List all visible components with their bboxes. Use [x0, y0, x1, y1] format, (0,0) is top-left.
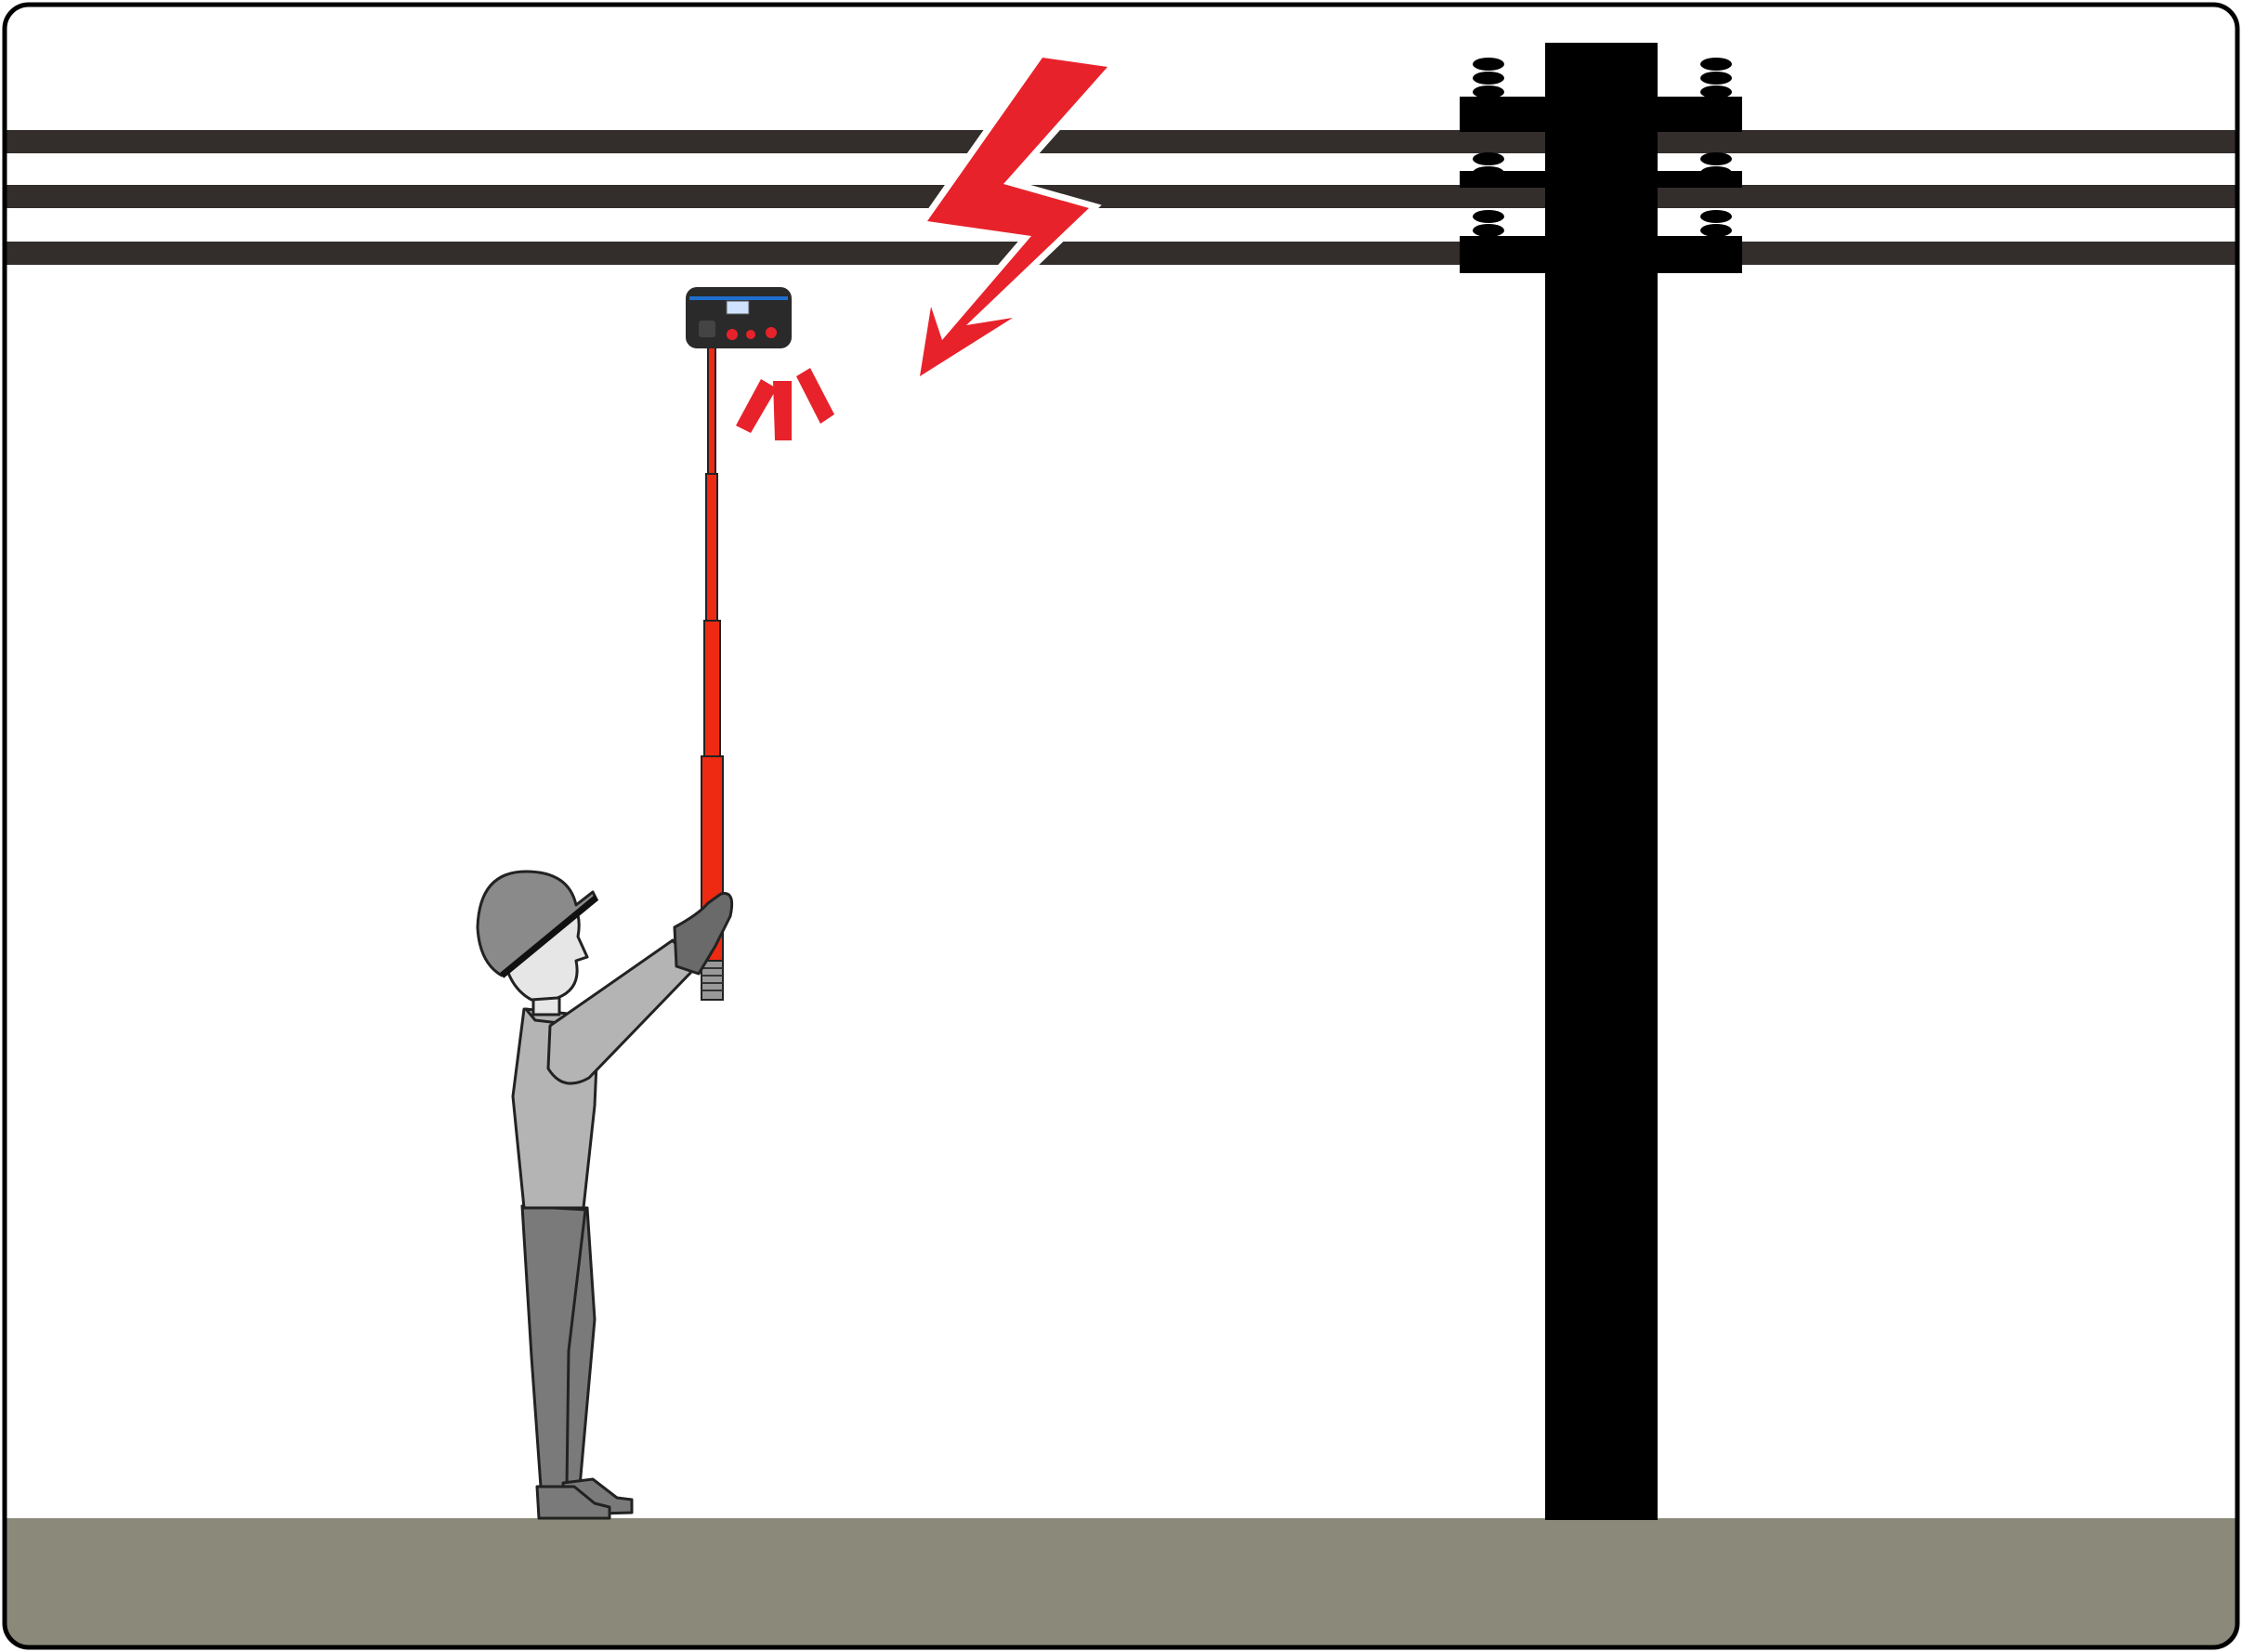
detector-display: [726, 300, 750, 315]
worker-boot-front: [535, 1485, 611, 1520]
power-line-top: [6, 130, 2236, 153]
pole-post: [1545, 43, 1658, 1520]
insulator: [1700, 152, 1732, 165]
detector-led: [766, 327, 777, 338]
insulators-right: [1700, 58, 1732, 237]
power-line-middle: [6, 185, 2236, 208]
insulator: [1700, 166, 1732, 179]
ground: [6, 1518, 2236, 1646]
crossarm-top: [1460, 97, 1742, 132]
voltage-detector-icon: [686, 287, 792, 348]
worker-arm: [546, 938, 697, 1085]
insulator: [1700, 85, 1732, 98]
insulator: [1700, 58, 1732, 71]
insulator: [1473, 85, 1504, 98]
insulator: [1473, 210, 1504, 223]
power-lines: [6, 130, 2236, 265]
insulators-left: [1473, 58, 1504, 237]
alarm-ray-left: [736, 379, 777, 433]
alarm-ray-right: [796, 368, 834, 424]
detector-led: [727, 329, 738, 340]
insulator: [1473, 152, 1504, 165]
detector-led: [746, 330, 755, 339]
insulator: [1700, 224, 1732, 237]
worker-helmet: [476, 870, 598, 977]
crossarm-bottom: [1460, 236, 1742, 273]
power-line-bottom: [6, 242, 2236, 265]
insulator: [1700, 210, 1732, 223]
insulator: [1700, 72, 1732, 85]
insulator: [1473, 58, 1504, 71]
worker-glove: [673, 892, 734, 976]
insulator: [1473, 72, 1504, 85]
lightning-bolt-icon: [911, 50, 1121, 390]
utility-pole: [1460, 43, 1742, 1520]
stick-grip: [701, 960, 724, 1001]
alarm-ray-center: [773, 381, 792, 440]
crossarm-middle: [1460, 171, 1742, 188]
worker-figure: [476, 870, 734, 1520]
insulator: [1473, 166, 1504, 179]
alarm-signal-icon: [736, 368, 834, 440]
insulator: [1473, 224, 1504, 237]
